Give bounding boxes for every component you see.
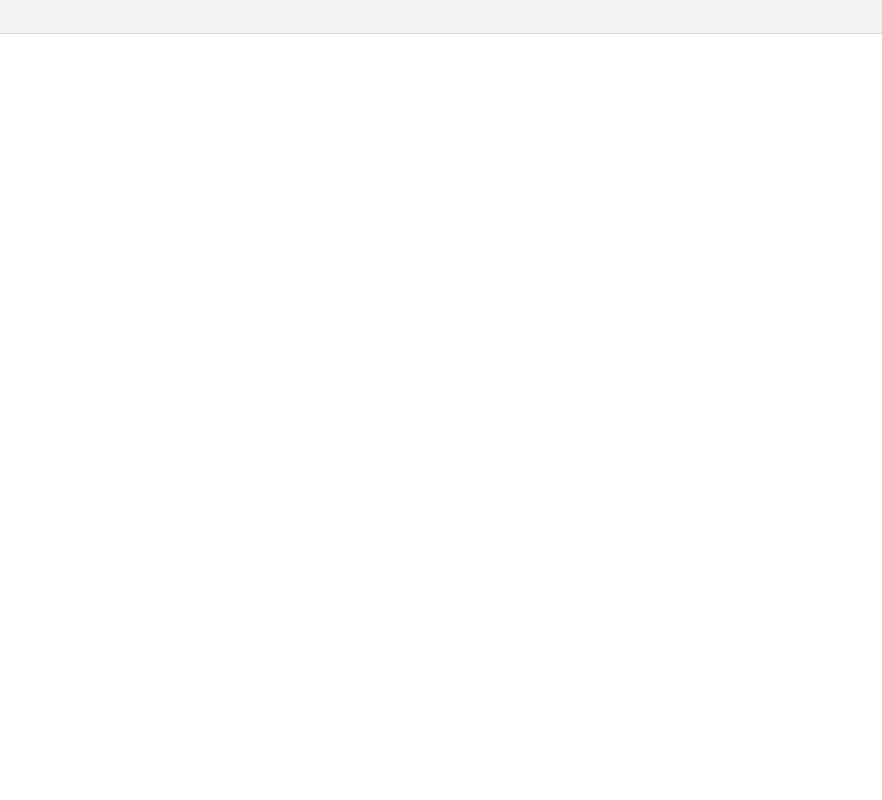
title-bar — [0, 0, 882, 34]
main-content — [0, 34, 882, 708]
app-window — [0, 0, 882, 708]
